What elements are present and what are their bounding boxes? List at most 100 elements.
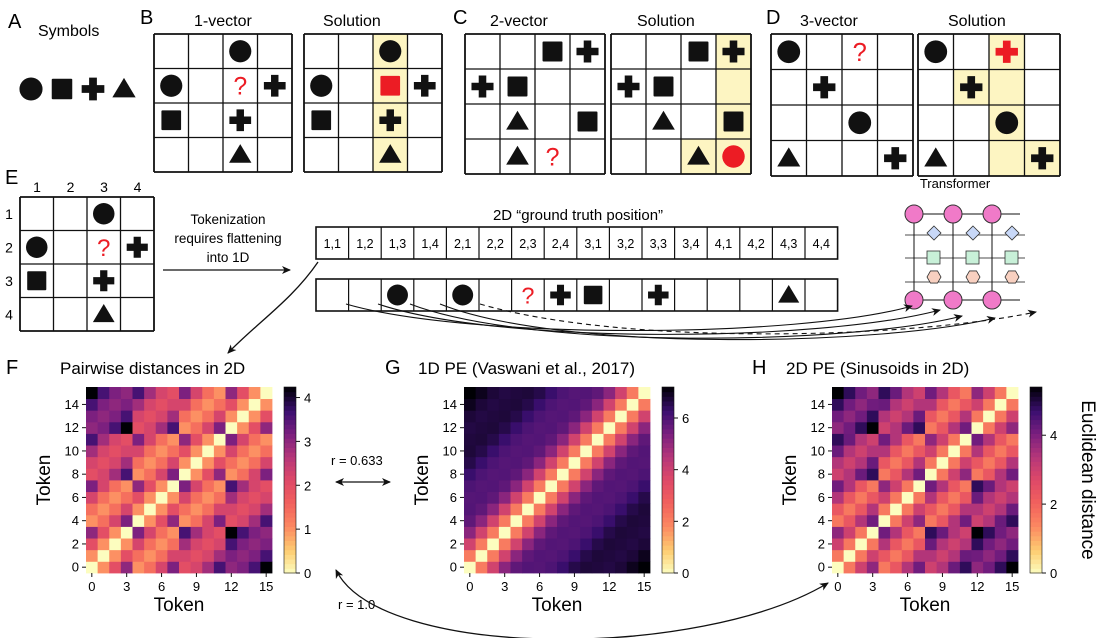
heatmap-cell: [97, 503, 110, 516]
plus-icon: [813, 76, 836, 99]
panel-f-title: Pairwise distances in 2D: [60, 359, 245, 378]
heatmap-cell: [475, 503, 488, 516]
square-icon: [688, 41, 709, 62]
heatmap-cell: [533, 491, 546, 504]
heatmap-cell: [626, 433, 639, 446]
heatmap-cell: [866, 445, 879, 458]
heatmap-cell: [901, 445, 914, 458]
heatmap-cell: [202, 387, 215, 400]
heatmap-cell: [626, 514, 639, 527]
heatmap-cell: [568, 421, 581, 434]
heatmap-cell: [890, 433, 903, 446]
heatmap-cell: [843, 398, 856, 411]
heatmap-cell: [948, 387, 961, 400]
heatmap-cell: [202, 456, 215, 469]
heatmap-cell: [936, 538, 949, 551]
heatmap-cell: [260, 468, 273, 481]
heatmap-cell: [144, 480, 157, 493]
heatmap-cell: [86, 480, 99, 493]
heatmap-cell: [202, 503, 215, 516]
heatmap-cell: [603, 387, 616, 400]
heatmap-cell: [615, 433, 628, 446]
heatmap-cell: [959, 561, 972, 574]
heatmap-cell: [615, 445, 628, 458]
x-tick-label: 6: [536, 579, 543, 594]
heatmap-cell: [925, 480, 938, 493]
heatmap-cell: [568, 549, 581, 562]
panel-a-letter: A: [8, 11, 22, 33]
heatmap-cell: [120, 503, 133, 516]
colorbar: [283, 386, 297, 574]
heatmap-cell: [615, 514, 628, 527]
heatmap-cell: [580, 503, 593, 516]
heatmap-cell: [144, 503, 157, 516]
heatmap-cell: [144, 421, 157, 434]
symbols-legend: [19, 77, 136, 101]
heatmap-cell: [132, 503, 145, 516]
heatmap-cell: [109, 526, 122, 539]
heatmap-cell: [580, 421, 593, 434]
heatmap-cell: [1006, 387, 1019, 400]
heatmap-cell: [132, 538, 145, 551]
heatmap-cell: [591, 491, 604, 504]
heatmap-cell: [603, 549, 616, 562]
square-icon: [542, 41, 563, 62]
heatmap-cell: [638, 387, 651, 400]
circle-icon: [310, 74, 333, 97]
heatmap-cell: [213, 456, 226, 469]
heatmap-cell: [533, 480, 546, 493]
position-label: 3,2: [617, 237, 634, 251]
heatmap-cell: [237, 480, 250, 493]
heatmap-cell: [983, 538, 996, 551]
heatmap-cell: [971, 398, 984, 411]
heatmap-cell: [225, 480, 238, 493]
heatmap-cell: [843, 549, 856, 562]
heatmap-cell: [120, 433, 133, 446]
heatmap-cell: [190, 503, 203, 516]
position-label: 2,4: [552, 237, 569, 251]
heatmap-cell: [615, 456, 628, 469]
heatmap-cell: [948, 549, 961, 562]
x-tick-label: 6: [158, 579, 165, 594]
heatmap-cell: [1006, 421, 1019, 434]
heatmap-cell: [533, 538, 546, 551]
triangle-icon: [92, 303, 115, 323]
heatmap-cell: [498, 398, 511, 411]
heatmap-cell: [179, 410, 192, 423]
heatmap-cell: [603, 421, 616, 434]
heatmap-cell: [237, 410, 250, 423]
e-column-label: 4: [134, 179, 142, 195]
heatmap-cell: [866, 491, 879, 504]
heatmap-cell: [155, 433, 168, 446]
heatmap-cell: [167, 514, 180, 527]
circle-icon: [722, 145, 745, 168]
heatmap-cell: [890, 514, 903, 527]
circle-icon: [379, 40, 402, 63]
panel-d-puzzle-title: 3-vector: [800, 13, 858, 30]
heatmap-cell: [545, 387, 558, 400]
heatmap-cell: [832, 503, 845, 516]
heatmap-cell: [878, 549, 891, 562]
heatmap-cell: [557, 514, 570, 527]
heatmap-cell: [260, 514, 273, 527]
heatmap-cell: [994, 491, 1007, 504]
triangle-icon: [778, 284, 800, 303]
x-tick-label: 15: [259, 579, 273, 594]
heatmap-cell: [213, 491, 226, 504]
heatmap-cell: [580, 445, 593, 458]
heatmap-cell: [120, 526, 133, 539]
panel-b-letter: B: [140, 7, 153, 29]
svg-text:?: ?: [97, 235, 110, 262]
y-tick-label: 2: [72, 536, 79, 551]
heatmap-cell: [167, 491, 180, 504]
heatmap-cell: [994, 468, 1007, 481]
heatmap-cell: [994, 410, 1007, 423]
x-axis-label: Token: [900, 595, 951, 616]
x-tick-label: 15: [1005, 579, 1019, 594]
heatmap-cell: [510, 480, 523, 493]
heatmap-cell: [260, 538, 273, 551]
heatmap-cell: [167, 433, 180, 446]
heatmap-cell: [948, 538, 961, 551]
heatmap-cell: [626, 491, 639, 504]
heatmap-cell: [591, 480, 604, 493]
